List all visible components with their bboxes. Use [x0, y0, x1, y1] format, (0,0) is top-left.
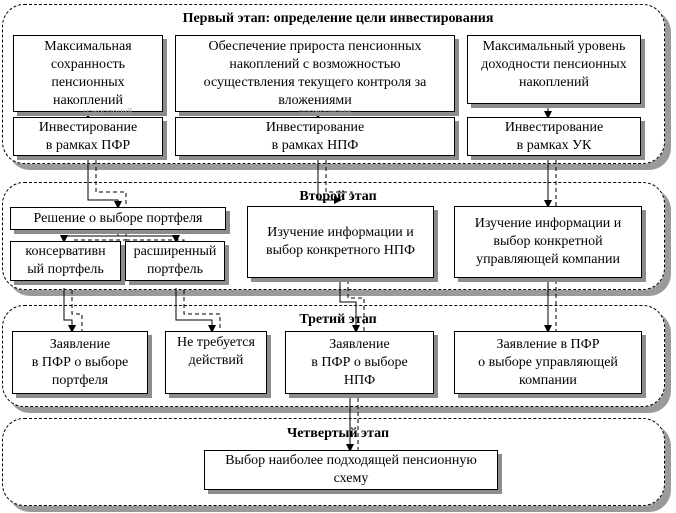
goal-growth-line-4: вложениями	[278, 93, 352, 108]
portfolio-choice-box: Решение о выборе портфеля	[10, 207, 226, 230]
goal-max-yield-line-3: накоплений	[519, 75, 589, 90]
uk-application-line-1: Заявление в ПФР	[496, 336, 600, 352]
invest-npf-box: Инвестирование в рамках НПФ	[175, 117, 455, 156]
stage-4-title: Четвертый этап	[286, 426, 390, 441]
invest-uk-line-2: в рамках УК	[516, 137, 592, 153]
goal-max-yield-line-2: доходности пенсионных	[481, 57, 627, 72]
conservative-portfolio-box: консервативн ый портфель	[10, 241, 121, 281]
uk-application-box: Заявление в ПФР о выборе управляющей ком…	[454, 331, 642, 394]
ghost-text-left: накоплений	[83, 107, 133, 117]
invest-uk-box: Инвестирование в рамках УК	[467, 117, 641, 156]
uk-info-line-2: выбор конкретной	[493, 234, 603, 249]
conservative-line-2: ый портфель	[27, 262, 104, 277]
goal-max-safety-line-4: накоплений	[53, 93, 123, 108]
no-action-line-2: действий	[188, 353, 244, 368]
invest-npf-line-2: в рамках НПФ	[271, 137, 359, 153]
npf-application-line-3: НПФ	[343, 372, 376, 388]
no-action-box: Не требуется действий	[165, 331, 267, 394]
goal-growth-line-2: накоплений с возможностью	[229, 57, 401, 72]
npf-application-line-2: в ПФР о выборе	[311, 354, 408, 370]
final-choice-box: Выбор наиболее подходящей пенсионную схе…	[204, 450, 498, 490]
pfr-application-line-1: Заявление	[49, 336, 111, 352]
npf-application-line-1: Заявление	[329, 336, 390, 352]
extended-line-2: портфель	[146, 262, 204, 277]
extended-portfolio-box: расширенный портфель	[125, 241, 225, 281]
extended-line-1: расширенный	[133, 244, 217, 259]
conservative-line-1: консервативн	[25, 244, 106, 259]
goal-max-yield-box: Максимальный уровень доходности пенсионн…	[467, 35, 641, 104]
final-choice-line-1: Выбор наиболее подходящей пенсионную	[225, 453, 477, 468]
pfr-application-line-2: в ПФР о выборе	[31, 354, 129, 370]
goal-max-safety-line-1: Максимальная	[44, 39, 132, 54]
uk-application-line-2: о выборе управляющей	[478, 354, 618, 370]
pfr-application-line-3: портфеля	[51, 372, 109, 388]
uk-info-line-1: Изучение информации и	[474, 216, 622, 231]
goal-growth-line-1: Обеспечение прироста пенсионных	[208, 39, 422, 54]
pfr-application-box: Заявление в ПФР о выборе портфеля	[12, 331, 148, 394]
npf-application-box: Заявление в ПФР о выборе НПФ	[285, 331, 434, 394]
goal-growth-line-3: осуществления текущего контроля за	[203, 75, 427, 90]
stage-3-title: Третий этап	[299, 312, 377, 327]
uk-info-line-3: управляющей компании	[476, 252, 620, 267]
invest-pfr-line-2: в рамках ПФР	[45, 137, 131, 153]
invest-pfr-box: Инвестирование в рамках ПФР	[13, 117, 163, 156]
goal-max-yield-line-1: Максимальный уровень	[482, 39, 626, 54]
invest-pfr-line-1: Инвестирование	[38, 119, 138, 135]
invest-uk-line-1: Инвестирование	[504, 119, 604, 135]
goal-growth-control-box: Обеспечение прироста пенсионных накоплен…	[175, 35, 455, 112]
goal-max-safety-box: Максимальная сохранность пенсионных нако…	[13, 35, 163, 112]
ghost-text-mid: вложениями	[299, 107, 351, 117]
uk-application-line-3: компании	[519, 372, 577, 388]
goal-max-safety-line-3: пенсионных	[51, 75, 125, 90]
invest-npf-line-1: Инвестирование	[265, 119, 365, 135]
npf-info-line-1: Изучение информации и	[267, 225, 414, 240]
no-action-line-1: Не требуется	[177, 335, 255, 350]
final-choice-line-2: схему	[333, 471, 369, 486]
npf-info-line-2: выбор конкретного НПФ	[265, 243, 416, 258]
portfolio-choice-label: Решение о выборе портфеля	[33, 210, 203, 226]
stage-2-title: Второй этап	[299, 189, 377, 204]
stage-1-title: Первый этап: определение цели инвестиров…	[182, 11, 494, 26]
uk-info-box: Изучение информации и выбор конкретной у…	[454, 206, 642, 278]
goal-max-safety-line-2: сохранность	[50, 57, 126, 72]
npf-info-box: Изучение информации и выбор конкретного …	[247, 206, 434, 278]
